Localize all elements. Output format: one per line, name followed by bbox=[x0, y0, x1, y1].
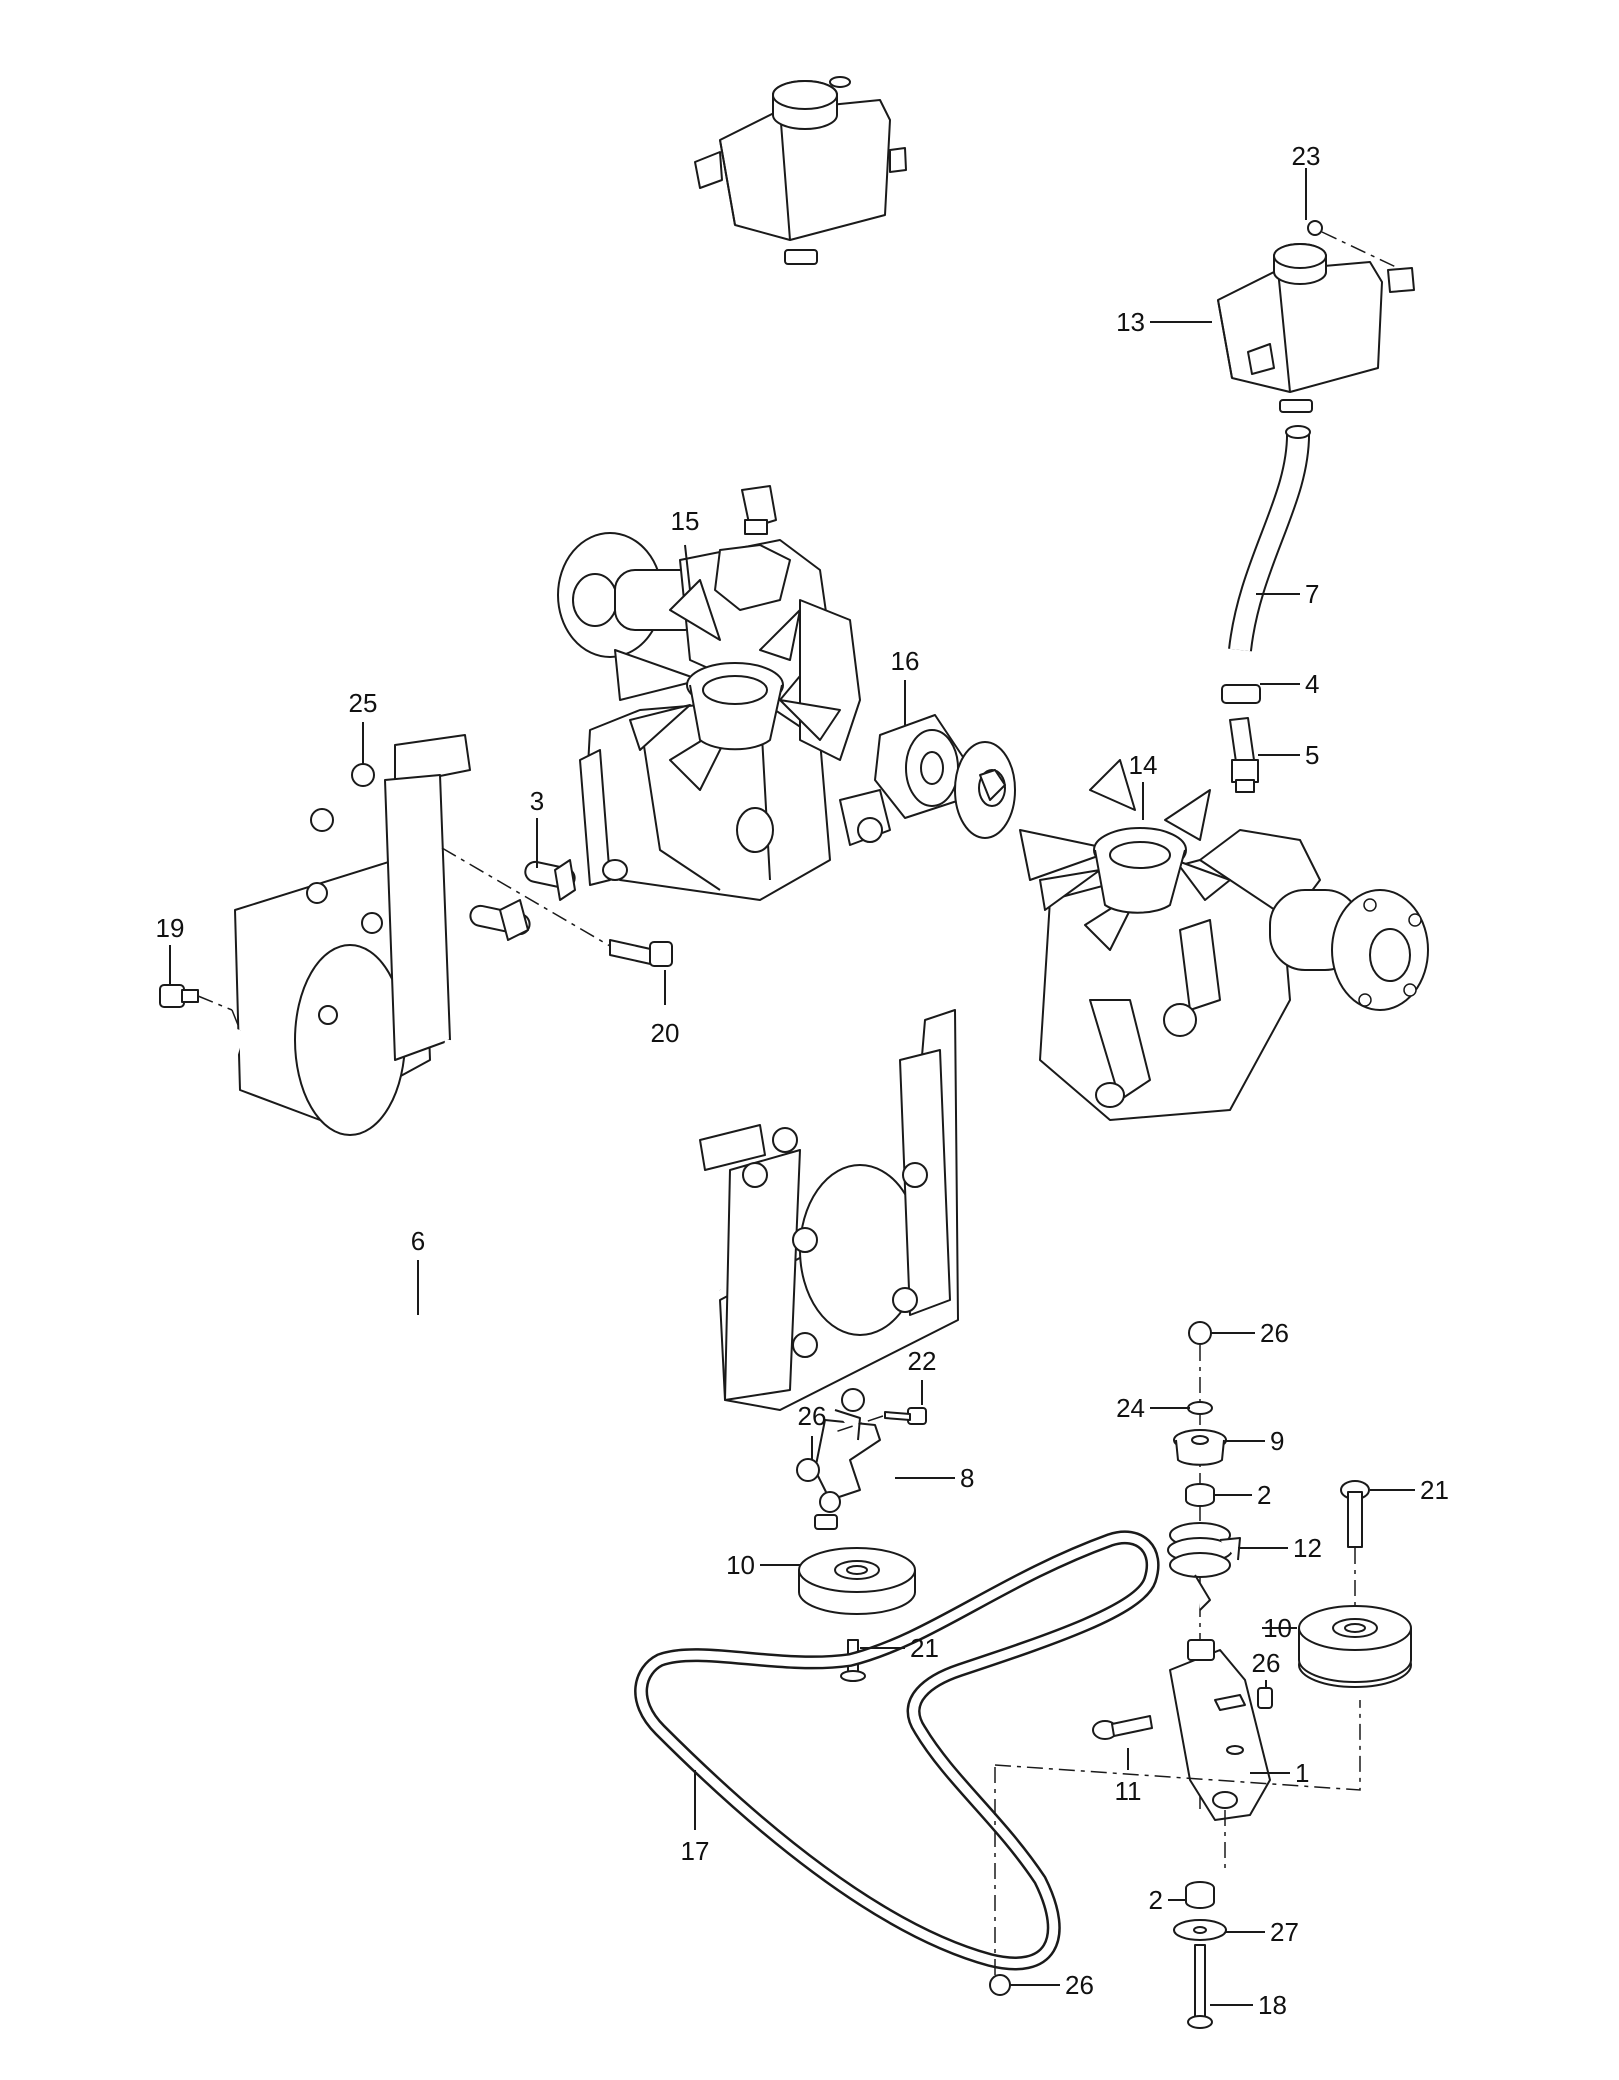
hydro-transaxle-left bbox=[557, 532, 891, 901]
callout-1: 1 bbox=[1295, 1758, 1309, 1788]
callout-2-top: 2 bbox=[1257, 1480, 1271, 1510]
callout-8: 8 bbox=[960, 1463, 974, 1493]
reservoir-tank-right bbox=[1217, 220, 1415, 413]
idler-pulley-left bbox=[798, 1547, 916, 1615]
flange-nut-lower bbox=[819, 1491, 841, 1513]
bolt-22 bbox=[834, 1407, 927, 1433]
pump-links bbox=[306, 859, 576, 1025]
callout-2-bottom: 2 bbox=[1149, 1885, 1163, 1915]
callout-20: 20 bbox=[651, 1018, 680, 1048]
spring-anchor-11 bbox=[1092, 1715, 1153, 1740]
flange-nut-26-left bbox=[796, 1458, 820, 1482]
callout-14: 14 bbox=[1129, 750, 1158, 780]
callout-19: 19 bbox=[156, 913, 185, 943]
callout-26-top: 26 bbox=[1260, 1318, 1289, 1348]
callout-23: 23 bbox=[1292, 141, 1321, 171]
washer-27-hole bbox=[1193, 1926, 1207, 1934]
callout-13: 13 bbox=[1116, 307, 1145, 337]
idler-arm bbox=[1169, 1639, 1271, 1821]
nut-top bbox=[841, 1388, 865, 1412]
washer-24 bbox=[1187, 1401, 1213, 1415]
pump-mount-frame bbox=[203, 734, 959, 1507]
bushing-9 bbox=[1173, 1429, 1227, 1466]
callout-16: 16 bbox=[891, 646, 920, 676]
callout-leaders bbox=[169, 168, 1415, 2006]
callout-18: 18 bbox=[1258, 1990, 1287, 2020]
callout-3: 3 bbox=[530, 786, 544, 816]
hydro-transaxle-right bbox=[1019, 759, 1429, 1121]
callout-10-left: 10 bbox=[726, 1550, 755, 1580]
elbow-fitting bbox=[1229, 717, 1259, 793]
callout-21-right: 21 bbox=[1420, 1475, 1449, 1505]
bushing-2-top bbox=[1185, 1483, 1215, 1507]
cooling-fan-right bbox=[1019, 759, 1231, 951]
pulley-spacer bbox=[814, 1514, 838, 1530]
hose-clamp bbox=[1221, 684, 1261, 704]
torsion-spring bbox=[1167, 1522, 1241, 1611]
callout-11: 11 bbox=[1115, 1776, 1142, 1806]
callout-24: 24 bbox=[1116, 1393, 1145, 1423]
oil-filter bbox=[874, 714, 1016, 839]
callout-10-right: 10 bbox=[1263, 1613, 1292, 1643]
idler-bracket bbox=[814, 1409, 881, 1501]
bushing-2-bottom bbox=[1185, 1881, 1215, 1909]
callout-15: 15 bbox=[671, 506, 700, 536]
callout-12: 12 bbox=[1293, 1533, 1322, 1563]
cooling-fan-left bbox=[614, 579, 841, 791]
callout-labels: 23 13 15 7 4 5 16 14 25 3 19 20 6 22 26 … bbox=[156, 141, 1449, 2020]
bolt-20 bbox=[441, 847, 673, 967]
hose-left bbox=[741, 249, 821, 535]
callout-22: 22 bbox=[908, 1346, 937, 1376]
callout-25: 25 bbox=[349, 688, 378, 718]
callout-26-bottom: 26 bbox=[1065, 1970, 1094, 2000]
callout-26-arm: 26 bbox=[1252, 1648, 1281, 1678]
callout-26-left: 26 bbox=[798, 1401, 827, 1431]
callout-5: 5 bbox=[1305, 740, 1319, 770]
hose-right bbox=[1228, 425, 1311, 652]
bolt-18 bbox=[1187, 1944, 1213, 2029]
flange-nut bbox=[310, 808, 334, 832]
flange-nut-26-top bbox=[1188, 1321, 1212, 1345]
reservoir-tank-left bbox=[694, 76, 907, 241]
bolt-26-arm bbox=[1257, 1687, 1273, 1709]
bolt-21-right bbox=[1340, 1480, 1370, 1610]
callout-7: 7 bbox=[1305, 579, 1319, 609]
callout-27: 27 bbox=[1270, 1917, 1299, 1947]
callout-21-left: 21 bbox=[910, 1633, 939, 1663]
callout-9: 9 bbox=[1270, 1426, 1284, 1456]
bolt-19 bbox=[159, 984, 233, 1011]
flange-nut-26-bottom bbox=[989, 1974, 1011, 1996]
flange-nut-25 bbox=[351, 763, 375, 787]
callout-4: 4 bbox=[1305, 669, 1319, 699]
callout-17: 17 bbox=[681, 1836, 710, 1866]
idler-pulley-right bbox=[1298, 1605, 1412, 1688]
callout-6: 6 bbox=[411, 1226, 425, 1256]
drive-belt bbox=[634, 1530, 1160, 1971]
